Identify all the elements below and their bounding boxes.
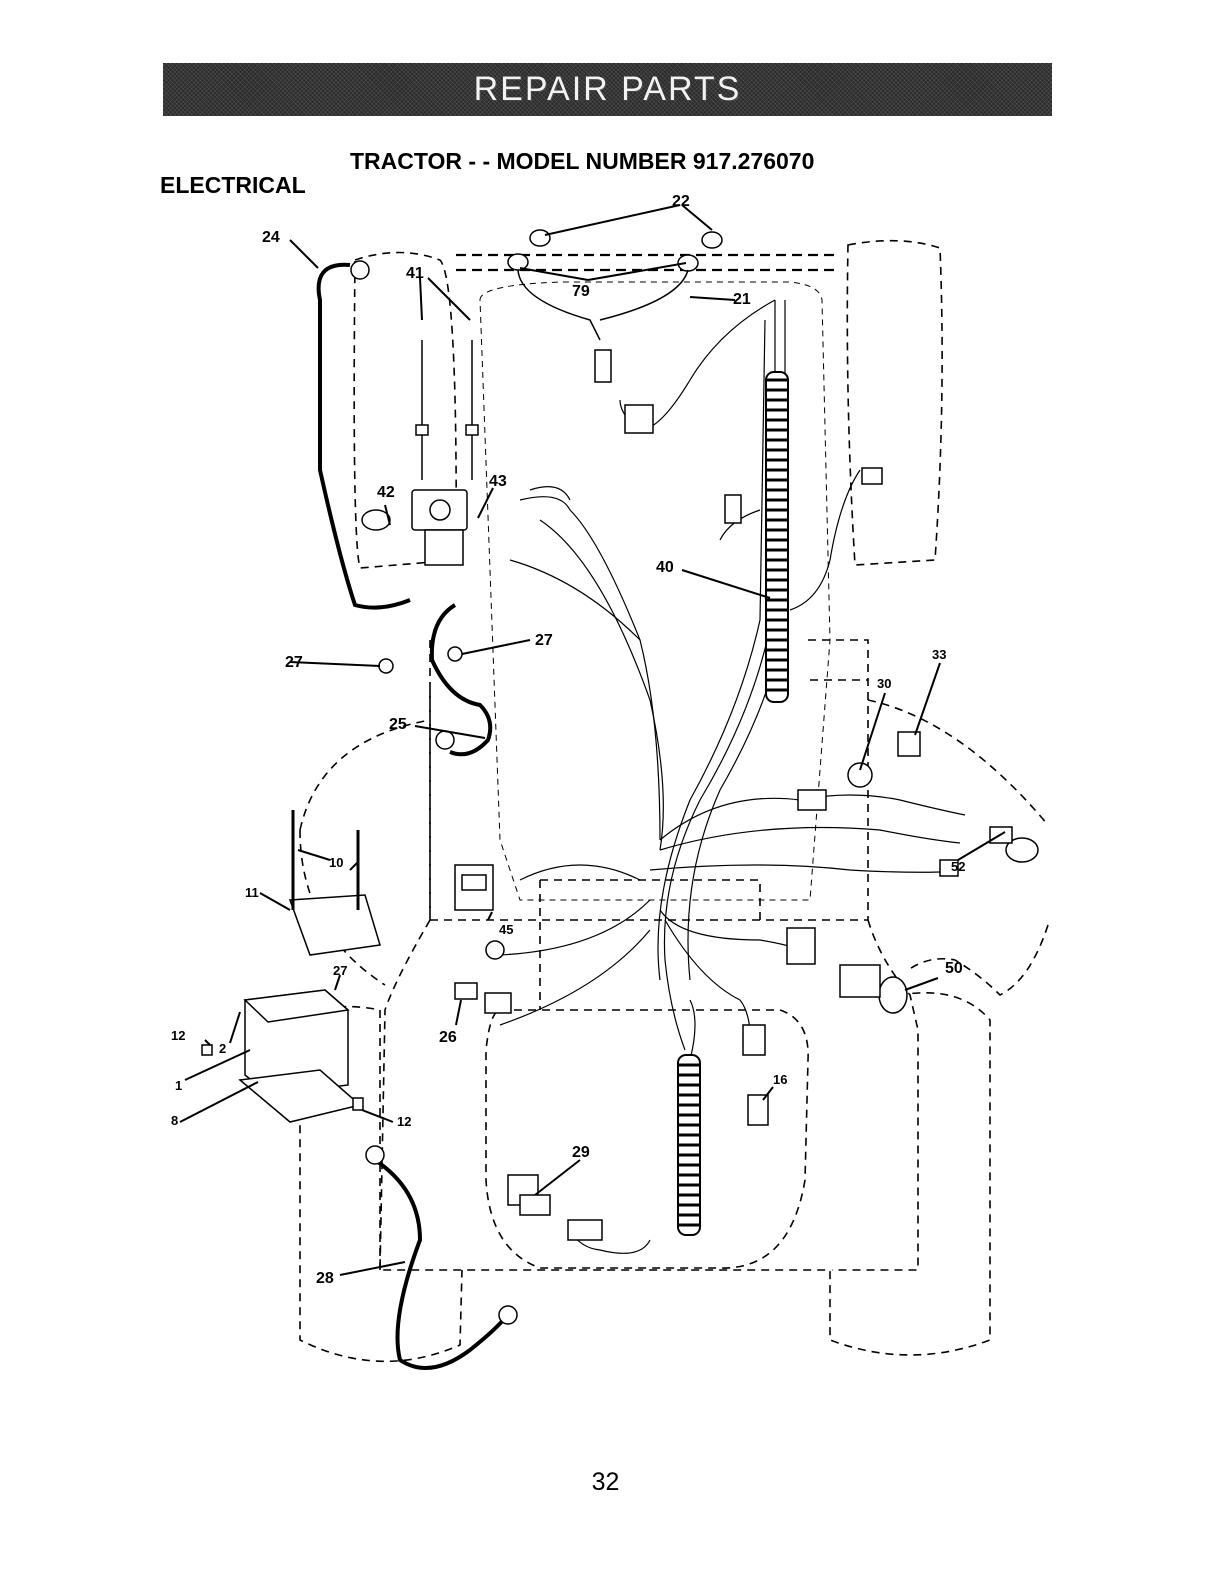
callout-11: 11 [245,885,259,900]
callout-30: 30 [877,676,891,691]
callout-45: 45 [499,922,513,937]
callout-10: 10 [329,855,343,870]
connector [787,928,815,964]
callout-79: 79 [572,283,590,300]
callout-42: 42 [377,484,395,501]
ignition-switch-30 [848,763,872,787]
callout-27-left: 27 [285,654,303,671]
connector-26 [455,983,477,999]
callout-28: 28 [316,1270,334,1287]
callout-27-right: 27 [535,632,553,649]
callout-52: 52 [951,859,965,874]
ring-terminal [366,1146,384,1164]
callout-50: 50 [945,960,963,977]
callout-1: 1 [175,1078,182,1093]
callout-40: 40 [656,559,674,576]
page-number: 32 [0,1468,1211,1497]
callout-41: 41 [406,265,424,282]
connector [798,790,826,810]
ring-terminal [499,1306,517,1324]
callout-12-left: 12 [171,1028,185,1043]
callout-33: 33 [932,647,946,662]
callout-22: 22 [672,193,690,210]
callout-26: 26 [439,1029,457,1046]
callout-2: 2 [219,1041,226,1056]
callout-25: 25 [389,716,407,733]
nut-27 [448,647,462,661]
callout-16: 16 [773,1072,787,1087]
wiring-harness [500,300,965,1253]
callout-43: 43 [489,473,507,490]
callout-29: 29 [572,1144,590,1161]
harness-plug-21 [595,350,611,382]
callout-27-battery: 27 [333,963,347,978]
callout-labels: 22 79 21 24 41 42 43 40 27 27 25 33 30 5… [171,193,965,1287]
tractor-outline [300,241,1048,1362]
callout-24: 24 [262,229,280,246]
switch-50 [879,977,907,1013]
terminal-boot [362,510,390,530]
seat-switch-29 [508,1175,550,1215]
connector [725,495,741,523]
callout-12-right: 12 [397,1114,411,1129]
ring-terminal [436,731,454,749]
starter-solenoid [412,490,467,565]
cable-24 [319,265,410,608]
components [202,230,1038,1324]
ring-terminal [486,941,504,959]
ring-terminal [351,261,369,279]
connector-16 [743,1025,765,1055]
connector [625,405,653,433]
headlight-left [508,230,550,270]
connector [862,468,882,484]
nut-27 [379,659,393,673]
callout-21: 21 [733,291,751,308]
headlight-right [678,232,722,271]
relay-33 [898,732,920,756]
battery-hold-down [290,895,380,955]
callout-8: 8 [171,1113,178,1128]
